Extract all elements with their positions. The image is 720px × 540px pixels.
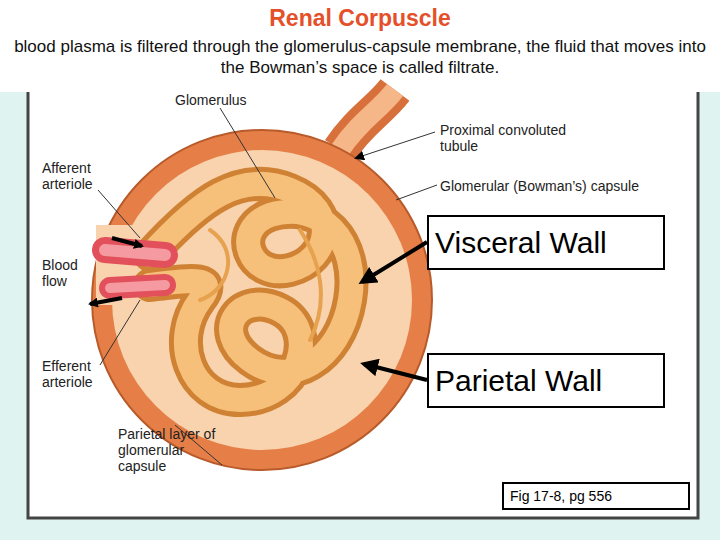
part-label: Blood flow: [42, 257, 97, 289]
node-text: Parietal Wall: [435, 363, 602, 398]
node-text-stack: Fig 17-8, pg 556: [510, 488, 612, 504]
part-label: Efferent arteriole: [42, 358, 120, 390]
node-text: Visceral Wall: [435, 225, 607, 260]
part-label: Glomerular (Bowman’s) capsule: [440, 178, 680, 194]
leader-lines: [98, 108, 437, 465]
part-label: Proximal convoluted tubule: [440, 122, 605, 154]
efferent-highlight: [110, 285, 165, 288]
callout-box: Parietal Wall: [427, 353, 665, 408]
part-label: Glomerulus: [175, 92, 295, 108]
part-label: Parietal layer of glomerular capsule: [118, 426, 230, 474]
afferent-arteriole: [105, 250, 165, 255]
afferent-highlight: [105, 250, 165, 255]
title-banner: [0, 0, 720, 92]
glomerulus-capillaries: [150, 184, 352, 400]
node-text-stack: Parietal Wall: [435, 363, 602, 398]
subtitle-note: blood plasma is filtered through the glo…: [10, 36, 710, 78]
part-label: Afferent arteriole: [42, 160, 120, 192]
blood-flow-in-arrow: [112, 238, 142, 246]
diagram-title: Renal Corpuscle: [0, 4, 720, 32]
node-text-stack: Visceral Wall: [435, 225, 607, 260]
blood-flow-out-arrow: [90, 298, 122, 304]
callout-box: Visceral Wall: [427, 215, 665, 270]
efferent-arteriole: [110, 285, 165, 288]
bowmans-space: [112, 150, 412, 450]
visceral-pointer: [362, 242, 427, 282]
figure-reference-box: Fig 17-8, pg 556: [502, 482, 690, 510]
tubule-wall: [340, 90, 395, 150]
capsule-outer-wall: [92, 130, 432, 470]
parietal-pointer: [364, 364, 427, 380]
figure-panel: [28, 88, 698, 518]
tubule-lumen: [340, 90, 395, 150]
node-text: Fig 17-8, pg 556: [510, 488, 612, 504]
